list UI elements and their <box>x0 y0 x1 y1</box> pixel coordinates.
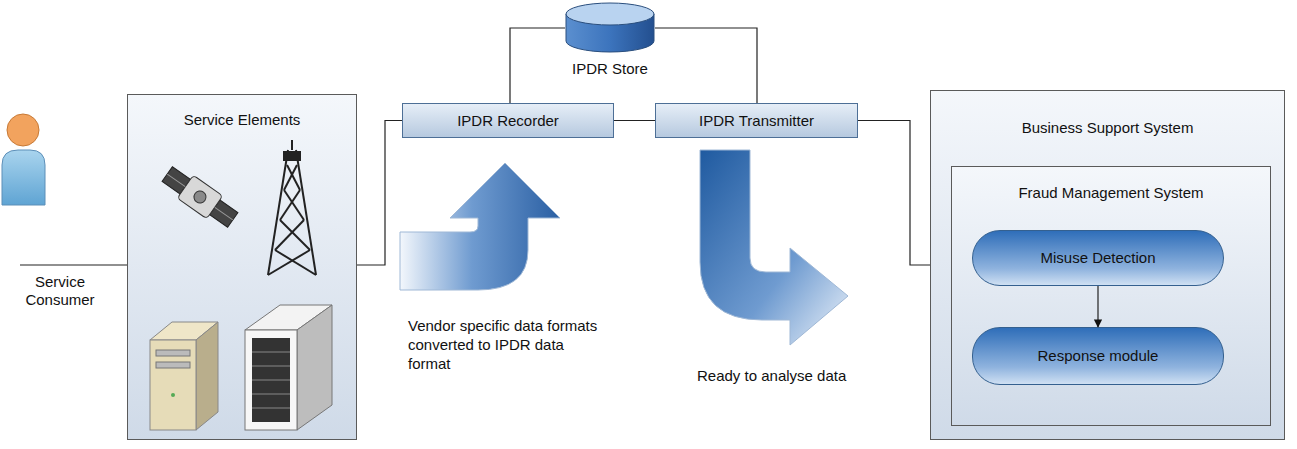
annotation-text: Ready to analyse data <box>697 366 897 385</box>
tower-icon <box>268 140 316 275</box>
connector-line <box>655 28 757 103</box>
entity-node: IPDR Store <box>565 2 655 54</box>
entity-node: Service Consumer <box>20 108 100 320</box>
text-holder: IPDR Transmitter <box>656 104 857 137</box>
flow-arrow <box>700 150 848 345</box>
connector-line <box>510 28 565 103</box>
connector-line <box>20 264 127 265</box>
node-label: Service Consumer <box>20 273 100 309</box>
node-title: Fraud Management System <box>952 184 1270 202</box>
node-title: Response module <box>973 347 1223 365</box>
process-pill: Misuse Detection <box>972 230 1224 286</box>
server-icon <box>150 322 218 430</box>
flow-arrow <box>400 163 560 290</box>
node-label: IPDR Store <box>565 60 655 78</box>
text-holder: Fraud Management System <box>952 184 1270 202</box>
node-title: Service Elements <box>128 111 356 129</box>
text-holder: IPDR Store <box>565 60 655 78</box>
connector-line <box>614 120 655 121</box>
node-title: IPDR Transmitter <box>656 112 857 130</box>
text-holder: Service Consumer <box>20 273 100 309</box>
person-icon <box>2 114 45 205</box>
text-holder: Misuse Detection <box>973 231 1223 285</box>
node-title: Misuse Detection <box>973 249 1223 267</box>
process-box: Service Elements <box>127 94 357 440</box>
node-title: IPDR Recorder <box>403 112 613 130</box>
process-pill: Response module <box>972 327 1224 385</box>
process-box: Business Support SystemFraud Management … <box>930 90 1285 440</box>
text-holder: IPDR Recorder <box>403 104 613 137</box>
text-holder: Business Support System <box>931 119 1284 137</box>
process-box: IPDR Transmitter <box>655 103 858 138</box>
rack-icon <box>245 305 332 430</box>
store-cylinder <box>565 2 655 54</box>
satellite-icon <box>159 163 241 232</box>
text-holder: Service Elements <box>128 111 356 129</box>
connector-line <box>357 121 402 266</box>
process-box: IPDR Recorder <box>402 103 614 138</box>
text-holder: Response module <box>973 328 1223 384</box>
process-box: Fraud Management SystemMisuse DetectionR… <box>951 166 1271 426</box>
node-title: Business Support System <box>931 119 1284 137</box>
connector-line <box>858 121 930 266</box>
annotation-text: Vendor specific data formats converted t… <box>408 316 603 373</box>
connector-line <box>1097 286 1098 327</box>
